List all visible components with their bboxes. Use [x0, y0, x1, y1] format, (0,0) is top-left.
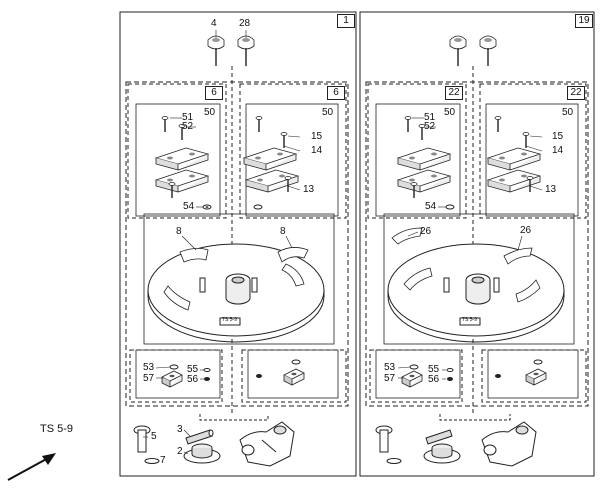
disc-plate-label-left: TS 5-9: [222, 317, 238, 323]
callout-55-r: 55: [428, 364, 440, 375]
callout-56: 56: [187, 374, 199, 385]
callout-54-r: 54: [425, 201, 437, 212]
callout-7: 7: [160, 455, 166, 466]
callout-53-r: 53: [384, 362, 396, 373]
callout-53: 53: [143, 362, 155, 373]
callout-54: 54: [183, 201, 195, 212]
callout-2: 2: [177, 446, 183, 457]
callout-14: 14: [311, 145, 323, 156]
callout-8-left: 8: [176, 226, 182, 237]
callout-50-right-r: 50: [562, 107, 574, 118]
left-panel: [119, 11, 357, 477]
callout-15: 15: [311, 131, 323, 142]
sleeve-part-right: [425, 429, 453, 445]
subbox-number-left-a: 6: [205, 86, 223, 100]
reference-code: TS 5-9: [40, 423, 74, 435]
hub-part-right: [423, 443, 461, 464]
callout-4: 4: [211, 18, 217, 29]
callout-8-right: 8: [280, 226, 286, 237]
callout-56-r: 56: [428, 374, 440, 385]
subbox-number-right-a: 22: [445, 86, 463, 100]
callout-51: 51: [182, 112, 194, 123]
callout-52-r: 52: [424, 121, 436, 132]
panel-number-left: 1: [337, 14, 355, 28]
callout-50-r: 50: [444, 107, 456, 118]
right-panel: [359, 11, 595, 477]
pin-part: [133, 425, 151, 453]
callout-57-r: 57: [384, 373, 396, 384]
callout-3: 3: [177, 424, 183, 435]
callout-13-r: 13: [545, 184, 557, 195]
callout-57: 57: [143, 373, 155, 384]
callout-13: 13: [303, 184, 315, 195]
callout-55: 55: [187, 364, 199, 375]
callout-50-right: 50: [322, 107, 334, 118]
callout-14-r: 14: [552, 145, 564, 156]
callout-26-right: 26: [520, 225, 532, 236]
sleeve-part: [185, 429, 214, 445]
callout-51-r: 51: [424, 112, 436, 123]
gearbox-part-right: [481, 421, 537, 467]
callout-50: 50: [204, 107, 216, 118]
arrow-icon: [7, 453, 56, 481]
callout-15-r: 15: [552, 131, 564, 142]
hub-part: [183, 443, 221, 464]
callout-5: 5: [151, 431, 157, 442]
leader-lines: [143, 30, 543, 455]
subbox-number-right-b: 22: [567, 86, 585, 100]
gearbox-part: [239, 421, 295, 467]
callout-52: 52: [182, 121, 194, 132]
disc-plate-label-right: TS 5-9: [462, 317, 478, 323]
callout-28: 28: [239, 18, 251, 29]
pin-part-right: [375, 425, 393, 453]
panel-number-right: 19: [575, 14, 593, 28]
callout-26-left: 26: [420, 226, 432, 237]
subbox-number-left-b: 6: [327, 86, 345, 100]
